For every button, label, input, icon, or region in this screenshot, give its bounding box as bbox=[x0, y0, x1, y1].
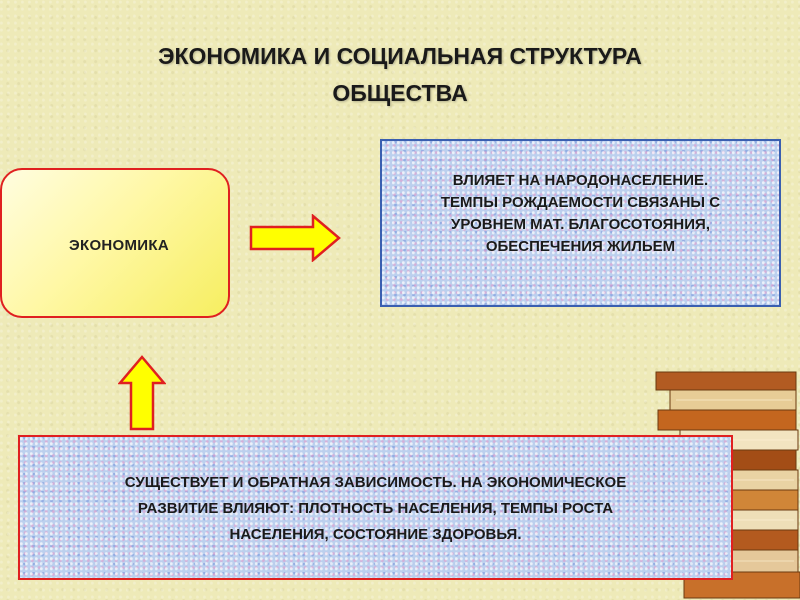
reverse-text: СУЩЕСТВУЕТ И ОБРАТНАЯ ЗАВИСИМОСТЬ. НА ЭК… bbox=[20, 470, 731, 548]
influence-line-4: ОБЕСПЕЧЕНИЯ ЖИЛЬЕМ bbox=[485, 238, 676, 255]
right-arrow-icon bbox=[249, 214, 341, 262]
title-line-1: ЭКОНОМИКА И СОЦИАЛЬНАЯ СТРУКТУРА bbox=[158, 43, 642, 69]
reverse-line-3: НАСЕЛЕНИЯ, СОСТОЯНИЕ ЗДОРОВЬЯ. bbox=[229, 526, 522, 543]
title-line-2: ОБЩЕСТВА bbox=[332, 80, 468, 106]
up-arrow-icon bbox=[118, 355, 166, 431]
influence-line-2: ТЕМПЫ РОЖДАЕМОСТИ СВЯЗАНЫ С bbox=[440, 194, 721, 211]
page-title: ЭКОНОМИКА И СОЦИАЛЬНАЯ СТРУКТУРА ОБЩЕСТВ… bbox=[60, 38, 740, 112]
influence-text: ВЛИЯЕТ НА НАРОДОНАСЕЛЕНИЕ. ТЕМПЫ РОЖДАЕМ… bbox=[441, 170, 720, 258]
reverse-line-2: РАЗВИТИЕ ВЛИЯЮТ: ПЛОТНОСТЬ НАСЕЛЕНИЯ, ТЕ… bbox=[137, 500, 614, 517]
influence-line-3: УРОВНЕМ МАТ. БЛАГОСОТОЯНИЯ, bbox=[451, 216, 710, 233]
economy-box: ЭКОНОМИКА bbox=[0, 168, 230, 318]
reverse-line-1: СУЩЕСТВУЕТ И ОБРАТНАЯ ЗАВИСИМОСТЬ. НА ЭК… bbox=[124, 474, 627, 491]
economy-label: ЭКОНОМИКА bbox=[69, 236, 169, 254]
influence-box: ВЛИЯЕТ НА НАРОДОНАСЕЛЕНИЕ. ТЕМПЫ РОЖДАЕМ… bbox=[380, 139, 781, 307]
influence-line-1: ВЛИЯЕТ НА НАРОДОНАСЕЛЕНИЕ. bbox=[452, 172, 709, 189]
reverse-dependency-box: СУЩЕСТВУЕТ И ОБРАТНАЯ ЗАВИСИМОСТЬ. НА ЭК… bbox=[18, 435, 733, 580]
